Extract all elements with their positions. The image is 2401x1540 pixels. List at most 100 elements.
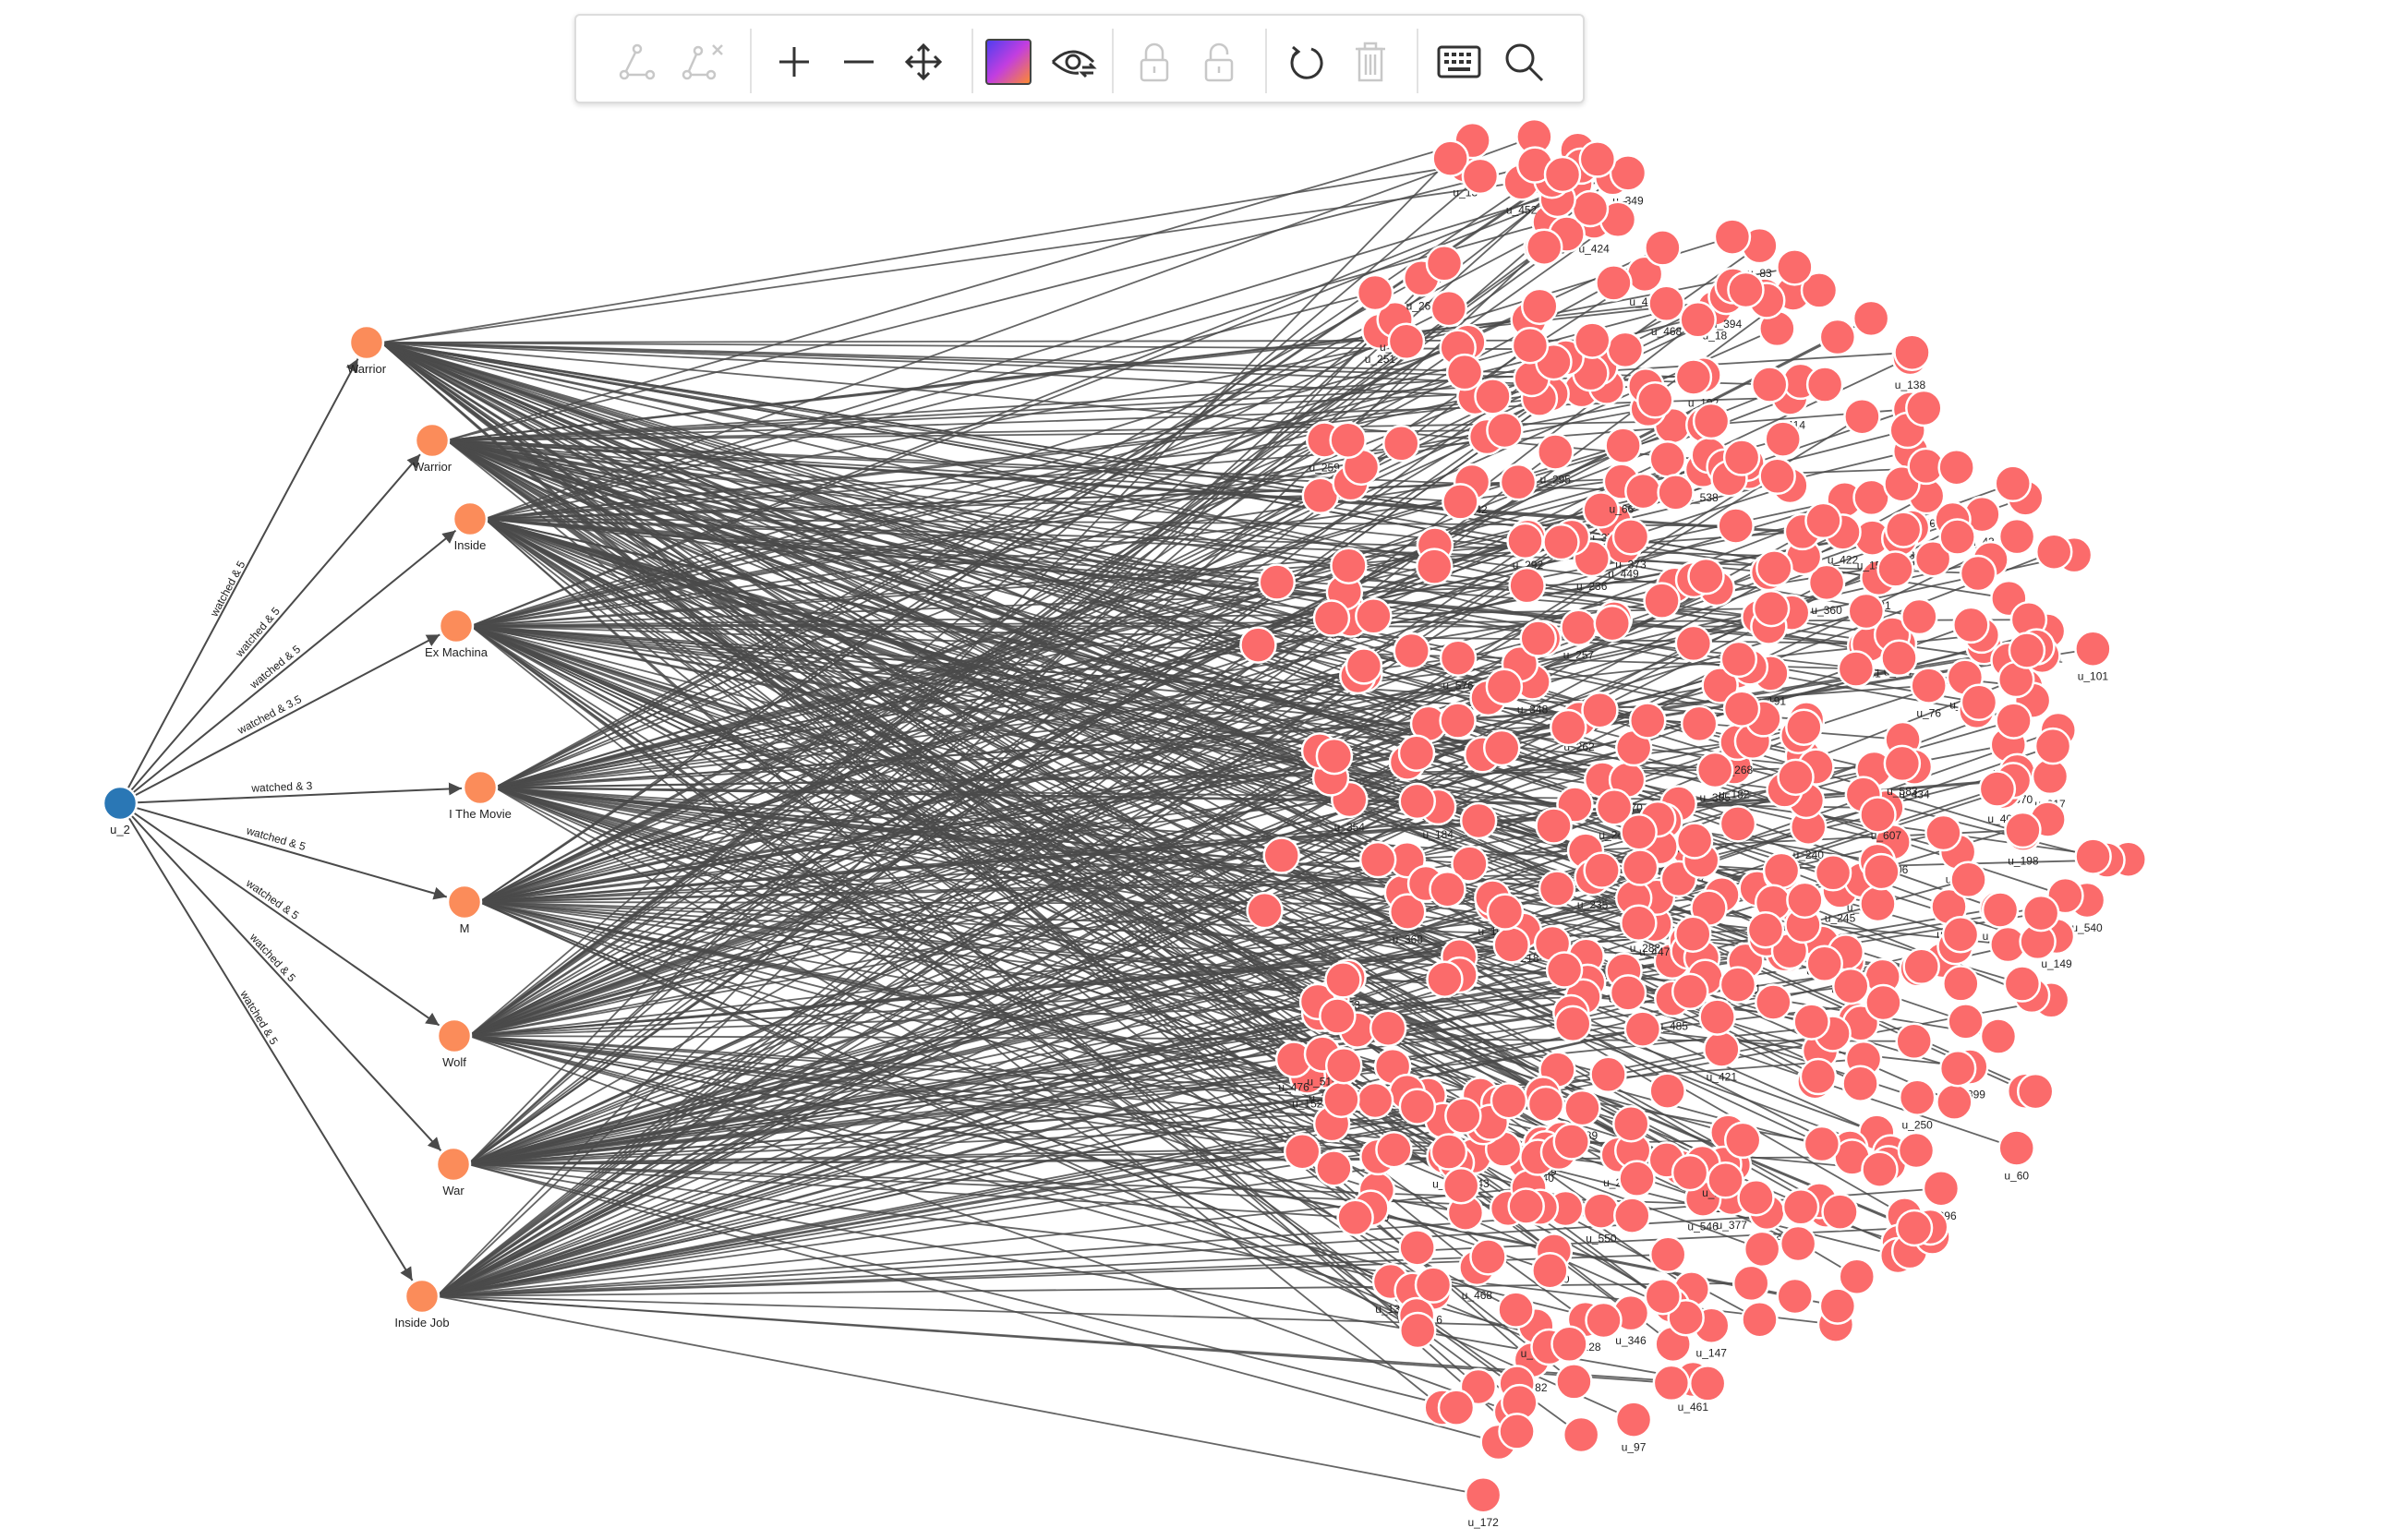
user-node[interactable] [1375, 1130, 1413, 1169]
user-node[interactable] [1398, 1229, 1436, 1267]
source-user-node[interactable] [102, 785, 139, 822]
movie-node[interactable] [436, 1017, 473, 1054]
remove-edge-icon[interactable] [676, 36, 728, 88]
user-node[interactable] [1545, 951, 1584, 989]
user-node[interactable] [1312, 599, 1351, 637]
user-node[interactable] [1621, 848, 1659, 886]
user-node[interactable] [1776, 248, 1814, 286]
user-node[interactable] [1884, 511, 1923, 548]
user-node[interactable] [1398, 1088, 1437, 1125]
reset-icon[interactable] [1280, 36, 1332, 88]
user-node[interactable] [1648, 1235, 1687, 1274]
user-node[interactable] [1369, 1009, 1407, 1047]
user-node[interactable] [1563, 1089, 1601, 1127]
user-node[interactable] [1535, 807, 1573, 845]
user-node[interactable] [1648, 1072, 1686, 1110]
user-node[interactable] [1997, 517, 2036, 556]
user-node[interactable] [1550, 1325, 1588, 1364]
user-node[interactable] [2021, 894, 2060, 932]
user-node[interactable] [1644, 229, 1682, 267]
user-node[interactable] [1464, 1475, 1502, 1514]
user-node[interactable] [1542, 523, 1580, 561]
user-node[interactable] [1719, 805, 1757, 843]
user-node[interactable] [1469, 1238, 1507, 1276]
user-node[interactable] [1611, 1104, 1650, 1143]
user-node[interactable] [1727, 271, 1765, 309]
user-node[interactable] [1609, 974, 1647, 1012]
user-node[interactable] [1439, 639, 1478, 677]
user-node[interactable] [1994, 464, 2032, 503]
zoom-in-icon[interactable] [768, 36, 820, 88]
user-node[interactable] [1863, 852, 1900, 891]
user-node[interactable] [1430, 289, 1468, 328]
user-node[interactable] [1482, 728, 1521, 767]
movie-node[interactable] [452, 500, 489, 537]
movie-node[interactable] [404, 1278, 440, 1315]
user-node[interactable] [1381, 425, 1420, 463]
user-node[interactable] [1741, 1300, 1779, 1339]
user-node[interactable] [2016, 1072, 2055, 1111]
user-node[interactable] [1258, 563, 1297, 601]
user-node[interactable] [1531, 1251, 1569, 1290]
user-node[interactable] [1800, 271, 1839, 309]
user-node[interactable] [1552, 1123, 1591, 1161]
user-node[interactable] [1861, 1150, 1899, 1188]
user-node[interactable] [1680, 704, 1719, 743]
user-node[interactable] [1437, 1389, 1476, 1426]
user-node[interactable] [1652, 1364, 1691, 1402]
user-node[interactable] [1942, 965, 1980, 1003]
user-node[interactable] [1941, 915, 1980, 954]
user-node[interactable] [1330, 547, 1368, 584]
user-node[interactable] [1713, 218, 1752, 256]
user-node[interactable] [1752, 589, 1791, 628]
user-node[interactable] [1792, 1003, 1830, 1041]
user-node[interactable] [1521, 287, 1559, 326]
user-node[interactable] [1537, 433, 1575, 471]
user-node[interactable] [1671, 972, 1709, 1011]
user-node[interactable] [1804, 501, 1842, 540]
user-node[interactable] [1543, 155, 1582, 194]
user-node[interactable] [1981, 891, 2020, 929]
user-node[interactable] [1389, 893, 1427, 931]
user-node[interactable] [1425, 245, 1464, 283]
user-node[interactable] [2033, 727, 2072, 765]
user-node[interactable] [1902, 947, 1940, 986]
user-node[interactable] [1959, 554, 1997, 593]
user-node[interactable] [1937, 448, 1975, 487]
user-node[interactable] [2003, 965, 2042, 1003]
user-node[interactable] [1679, 301, 1717, 339]
movie-node[interactable] [348, 324, 385, 361]
user-node[interactable] [1756, 549, 1793, 587]
delete-icon[interactable] [1345, 36, 1396, 88]
user-node[interactable] [1315, 737, 1354, 776]
user-node[interactable] [1508, 566, 1546, 605]
user-node[interactable] [1474, 378, 1512, 415]
user-node[interactable] [1431, 139, 1469, 177]
user-node[interactable] [1492, 926, 1531, 964]
user-node[interactable] [1978, 770, 2017, 808]
movie-node[interactable] [446, 884, 483, 920]
user-node[interactable] [1949, 860, 1987, 899]
user-node[interactable] [1719, 966, 1757, 1004]
user-node[interactable] [1859, 796, 1897, 834]
user-node[interactable] [1613, 1197, 1651, 1234]
user-node[interactable] [1416, 547, 1454, 585]
user-node[interactable] [1589, 1055, 1627, 1094]
user-node[interactable] [1486, 411, 1524, 450]
user-node[interactable] [1900, 597, 1938, 636]
user-node[interactable] [1499, 463, 1538, 501]
user-node[interactable] [1841, 1065, 1879, 1102]
user-node[interactable] [1781, 1188, 1820, 1226]
user-node[interactable] [1692, 402, 1731, 440]
user-node[interactable] [1913, 540, 1952, 578]
user-node[interactable] [1936, 1083, 1973, 1121]
user-node[interactable] [1606, 331, 1645, 369]
user-node[interactable] [1553, 1005, 1592, 1043]
user-node[interactable] [1897, 1131, 1936, 1170]
user-node[interactable] [1578, 140, 1617, 178]
user-node[interactable] [1398, 1311, 1437, 1350]
movie-node[interactable] [435, 1146, 472, 1183]
user-node[interactable] [1356, 1081, 1394, 1120]
user-node[interactable] [1893, 333, 1931, 372]
user-node[interactable] [1451, 845, 1489, 883]
